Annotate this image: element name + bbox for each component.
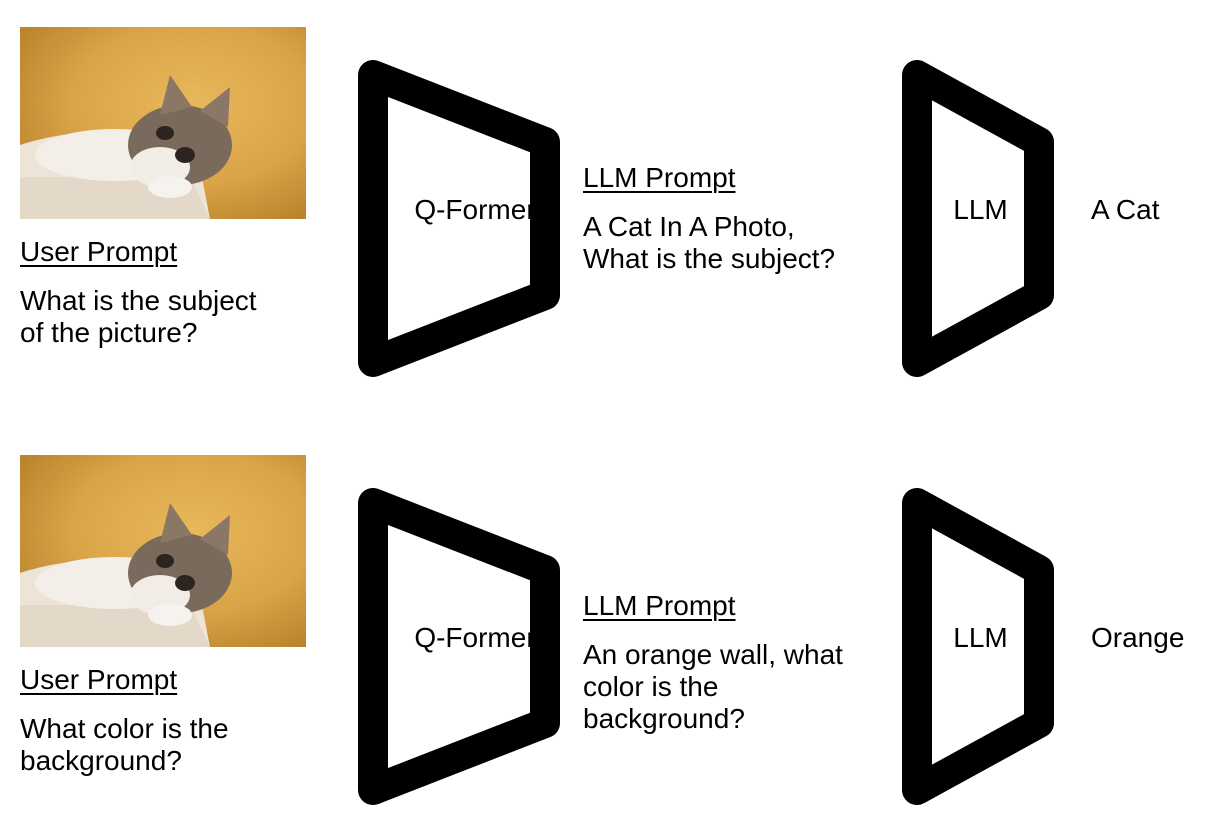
user-prompt-text: What color is the background? (20, 713, 229, 777)
llm-block: LLM (900, 486, 1057, 808)
user-prompt-line: What is the subject (20, 285, 257, 316)
llm-prompt-line: An orange wall, what (583, 639, 843, 670)
qformer-label: Q-Former (414, 194, 536, 225)
llm-block: LLM (900, 58, 1057, 380)
cat-photo (20, 27, 306, 219)
answer-text: A Cat (1091, 194, 1160, 225)
user-prompt-heading: User Prompt (20, 236, 178, 267)
llm-prompt-heading: LLM Prompt (583, 590, 736, 621)
pipeline-row-subject: User Prompt What is the subject of the p… (0, 0, 1224, 400)
llm-prompt-text: A Cat In A Photo, What is the subject? (583, 211, 835, 275)
llm-prompt-line: A Cat In A Photo, (583, 211, 795, 242)
llm-label: LLM (953, 194, 1008, 225)
user-prompt-line: of the picture? (20, 317, 198, 348)
pipeline-row-background: User Prompt What color is the background… (0, 428, 1224, 828)
user-prompt-heading: User Prompt (20, 664, 178, 695)
user-prompt-line: background? (20, 745, 182, 776)
qformer-block: Q-Former (356, 58, 562, 380)
llm-prompt-line: What is the subject? (583, 243, 836, 274)
qformer-label: Q-Former (414, 622, 536, 653)
user-prompt-text: What is the subject of the picture? (20, 285, 257, 349)
cat-photo (20, 455, 306, 647)
user-prompt-line: What color is the (20, 713, 229, 744)
llm-prompt-line: background? (583, 703, 745, 734)
llm-prompt-line: color is the (583, 671, 719, 702)
llm-prompt-text: An orange wall, what color is the backgr… (583, 639, 843, 735)
answer-text: Orange (1091, 622, 1185, 653)
qformer-block: Q-Former (356, 486, 562, 808)
llm-label: LLM (953, 622, 1008, 653)
llm-prompt-heading: LLM Prompt (583, 162, 736, 193)
